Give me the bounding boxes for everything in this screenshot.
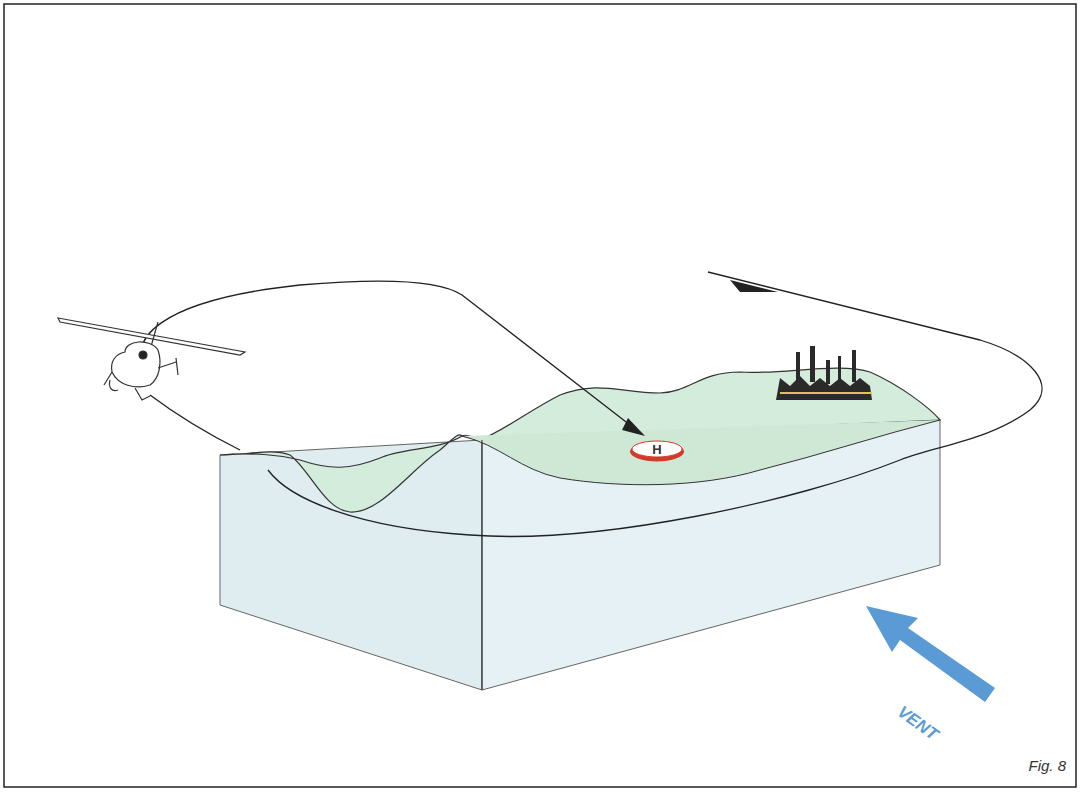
terrain-ridge [462,420,940,485]
figure-caption: Fig. 8 [1028,757,1066,774]
wind-arrow [866,606,995,702]
path-arrowhead [730,280,778,292]
flight-path [141,281,630,425]
wind-label: VENT [893,702,941,745]
block-edge [482,440,483,690]
helipad-letter: H [629,443,685,456]
path-arrowhead [622,418,645,436]
frame [4,4,1076,787]
helicopter-symbol [58,318,245,400]
terrain-surface [220,368,940,512]
helipad-circle: H [629,438,685,462]
flight-path [150,272,1042,536]
factory-symbol [776,346,872,400]
